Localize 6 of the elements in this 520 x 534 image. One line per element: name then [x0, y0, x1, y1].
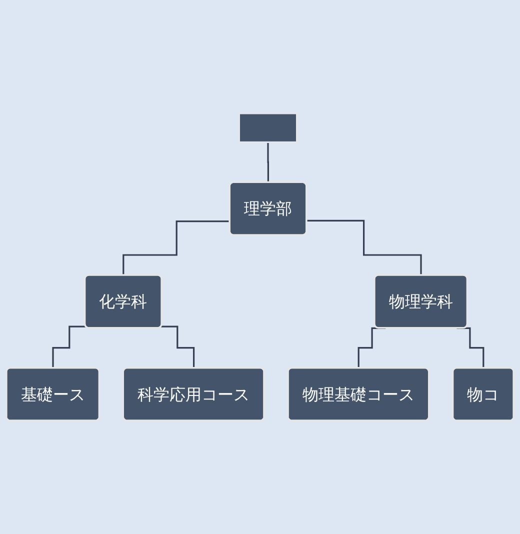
- connector: [161, 326, 195, 369]
- connector: [267, 141, 270, 184]
- connector: [306, 220, 422, 276]
- connector: [52, 326, 86, 369]
- node-box: [238, 112, 298, 143]
- connector: [122, 220, 230, 276]
